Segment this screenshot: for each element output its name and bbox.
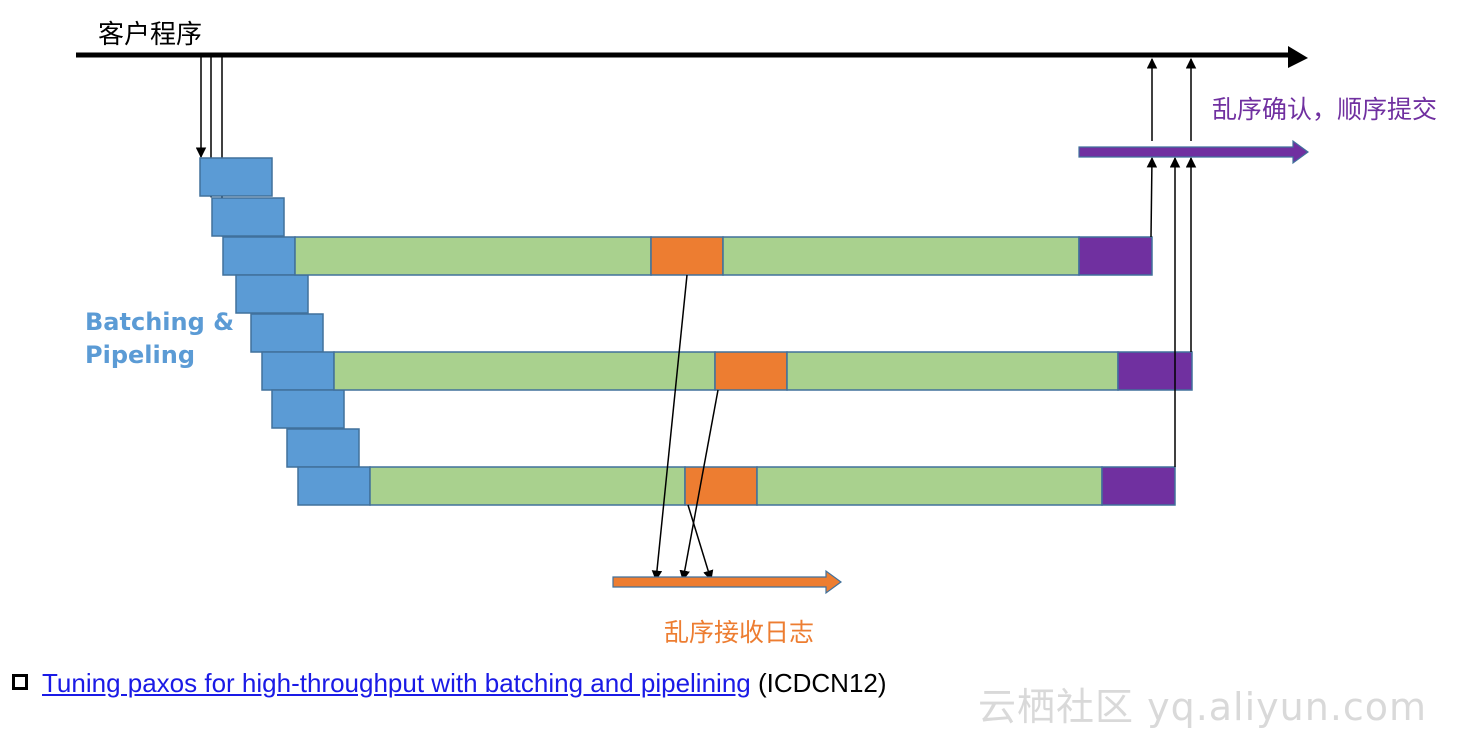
client-program-label: 客户程序 (98, 20, 203, 50)
batching-label-line2: Pipeling (85, 341, 195, 369)
log-arrow (679, 389, 719, 582)
pipeline-stage-green (333, 351, 716, 391)
paper-reference-link[interactable]: Tuning paxos for high-throughput with ba… (42, 668, 751, 698)
batch-block (211, 197, 285, 237)
pipeline-stage-green (722, 236, 1080, 276)
pipeline-log-stage-orange (714, 351, 788, 391)
ordered-commit-arrow (1078, 139, 1310, 165)
batch-block (222, 236, 296, 276)
pipeline-log-stage-orange (684, 466, 758, 506)
pipeline-stage-green (756, 466, 1103, 506)
batch-block (250, 313, 324, 353)
pipeline-stage-green (294, 236, 652, 276)
log-arrow (651, 274, 688, 582)
watermark: 云栖社区 yq.aliyun.com (978, 685, 1428, 729)
paper-reference: Tuning paxos for high-throughput with ba… (12, 668, 887, 699)
client-timeline-arrowhead (1288, 46, 1308, 68)
receive-log-label: 乱序接收日志 (664, 618, 815, 647)
log-arrow (687, 504, 714, 582)
batch-block (235, 274, 309, 314)
pipeline-stage-green (786, 351, 1119, 391)
batch-block (271, 389, 345, 429)
batch-block (297, 466, 371, 506)
batch-block (286, 428, 360, 468)
ordered-commit-label: 乱序确认，顺序提交 (1212, 95, 1438, 124)
pipeline-stage-green (369, 466, 686, 506)
pipeline-commit-stage-purple (1078, 236, 1153, 276)
batch-block (261, 351, 335, 391)
pipeline-commit-stage-purple (1117, 351, 1193, 391)
paper-reference-venue: (ICDCN12) (750, 668, 887, 698)
pipeline-commit-stage-purple (1101, 466, 1176, 506)
bullet-square-icon (12, 674, 28, 690)
batching-pipelining-label: Batching & Pipeling (85, 306, 234, 372)
pipeline-log-stage-orange (650, 236, 724, 276)
batch-block (199, 157, 273, 197)
commit-arrow (1146, 156, 1158, 238)
receive-log-arrow (612, 569, 843, 595)
batching-label-line1: Batching & (85, 308, 235, 336)
